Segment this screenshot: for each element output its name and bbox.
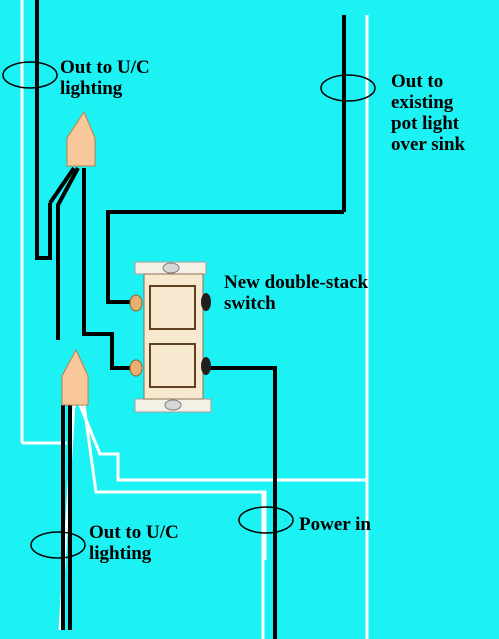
pot-light-label: Out to existing pot light over sink [391,71,466,155]
switch-toggle-lower [149,343,196,388]
switch-screw-top [162,262,180,274]
power-in-cable [208,366,277,639]
switch-screw-bottom [164,399,182,411]
switch-label: New double-stack switch [224,272,369,314]
splice-wire-a [48,166,76,205]
terminal-dark-upper [201,293,211,311]
splice-wire-c [82,168,133,370]
power-in-hot-wire [208,366,277,639]
switch-toggle-upper [149,285,196,330]
bottom-neutral-wire-3 [82,404,267,560]
uc-top-label: Out to U/C lighting [60,57,150,99]
bottom-nut-wires [58,404,367,631]
uc-top-cable [20,0,52,443]
terminal-brass-lower [129,359,143,377]
terminal-dark-lower [201,357,211,375]
top-wire-nut [66,110,96,167]
uc-bottom-cable-ring [30,531,86,559]
uc-top-cable-ring [2,61,58,89]
switch-top-feed-wire [106,210,344,304]
uc-bottom-label: Out to U/C lighting [89,522,179,564]
bottom-neutral-wire-2 [78,404,367,482]
pot-light-cable-ring [320,74,376,102]
top-nut-splice-wires [48,166,133,370]
power-in-cable-ring [238,506,294,534]
splice-wire-b [56,167,80,340]
double-stack-switch [129,261,212,413]
uc-top-hot-wire [35,0,52,260]
terminal-brass-upper [129,294,143,312]
pot-light-cable [342,15,369,639]
power-in-label: Power in [299,514,371,535]
cable-group-markers [2,61,376,559]
bottom-wire-nut [61,348,89,406]
